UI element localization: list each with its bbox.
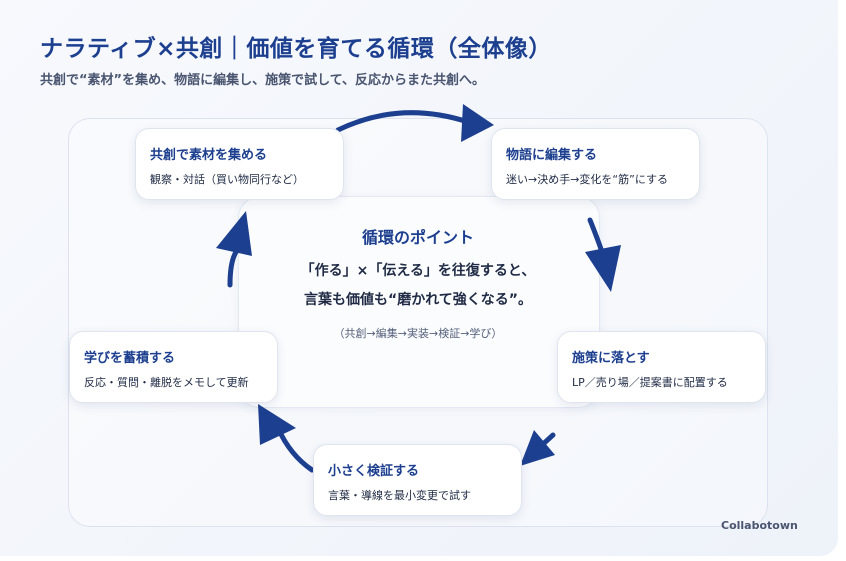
node-desc: 迷い→決め手→変化を“筋”にする [506, 173, 668, 186]
arrowhead-collect-to-edit [461, 104, 494, 142]
arrow-learn-to-collect [227, 249, 239, 288]
node-implement: 施策に落とす LP／売り場／提案書に配置する [557, 331, 766, 403]
node-title: 物語に編集する [506, 148, 598, 163]
center-line-2: 言葉も価値も“磨かれて強くなる”。 [304, 292, 532, 308]
node-desc: 言葉・導線を最小変更で試す [328, 489, 471, 502]
node-title: 施策に落とす [572, 351, 650, 366]
node-desc: 反応・質問・離脱をメモして更新 [84, 376, 249, 389]
node-desc: 観察・対話（買い物同行など） [150, 173, 304, 186]
center-title: 循環のポイント [361, 228, 474, 247]
center-line-1: 「作る」×「伝える」を往復すると、 [300, 263, 536, 279]
node-title: 学びを蓄積する [84, 351, 176, 366]
arrow-edit-to-implement [587, 217, 605, 255]
node-edit: 物語に編集する 迷い→決め手→変化を“筋”にする [491, 128, 700, 200]
node-collect: 共創で素材を集める 観察・対話（買い物同行など） [135, 128, 344, 200]
node-title: 共創で素材を集める [150, 148, 268, 163]
center-cycle-text: （共創→編集→実装→検証→学び） [333, 327, 503, 340]
node-verify: 小さく検証する 言葉・導線を最小変更で試す [313, 444, 522, 516]
node-desc: LP／売り場／提案書に配置する [572, 376, 728, 389]
arrow-collect-to-edit [335, 110, 471, 133]
arrowhead-edit-to-implement [585, 245, 621, 292]
page-title: ナラティブ×共創｜価値を育てる循環（全体像） [40, 36, 552, 62]
arrowhead-implement-to-verify [520, 430, 555, 466]
node-learn: 学びを蓄積する 反応・質問・離脱をメモして更新 [69, 331, 278, 403]
page-subtitle: 共創で“素材”を集め、物語に編集し、施策で試して、反応からまた共創へ。 [40, 73, 486, 88]
arrowhead-learn-to-collect [216, 211, 252, 256]
brand-logo-text: Collabotown [721, 519, 798, 532]
arrowhead-verify-to-learn [258, 404, 296, 445]
center-card [238, 196, 600, 408]
node-title: 小さく検証する [328, 464, 420, 479]
arrow-verify-to-learn [275, 425, 315, 473]
center-text-group: 循環のポイント 「作る」×「伝える」を往復すると、 言葉も価値も“磨かれて強くな… [238, 0, 598, 561]
